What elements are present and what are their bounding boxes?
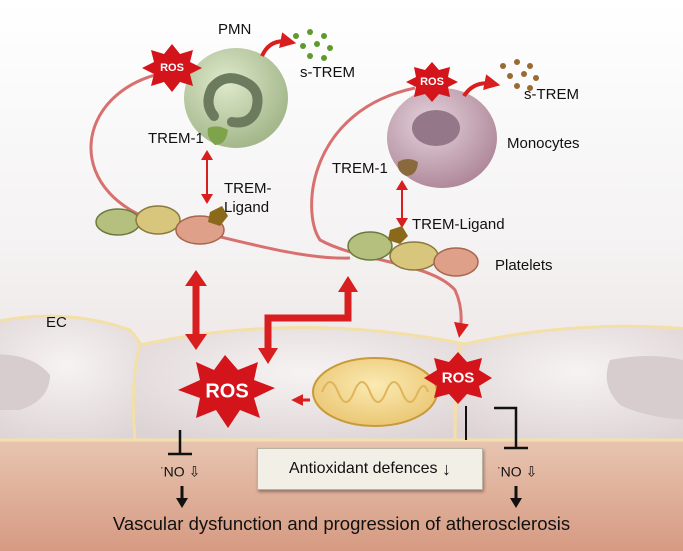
platelet-cluster-left: [95, 205, 228, 245]
trem1-label-mono: TREM-1: [332, 160, 388, 177]
mitochondrion: [312, 357, 438, 427]
down-arrow-icon: ↓: [442, 458, 451, 479]
ec-label: EC: [46, 314, 67, 331]
antioxidant-label: Antioxidant defences: [289, 460, 438, 477]
trem-ligand-arrow-mono: [396, 180, 408, 228]
antioxidant-box: Antioxidant defences ↓: [257, 448, 483, 490]
caption: Vascular dysfunction and progression of …: [112, 513, 571, 534]
no-dot-right: ·: [497, 462, 501, 474]
no-down-icon-right: ⇩: [525, 463, 538, 480]
ec-platelet-arrow-right: [258, 276, 358, 364]
ros-star-center: [178, 355, 275, 428]
s-trem-label-mono: s-TREM: [524, 86, 579, 103]
no-caption-arrow-right: [510, 486, 522, 508]
ros-text-right: ROS: [441, 369, 475, 387]
pmn-label: PMN: [218, 21, 252, 38]
no-label-left: ·NO ⇩: [160, 462, 200, 481]
s-trem-dots-mono: [500, 59, 539, 91]
no-down-icon-left: ⇩: [188, 463, 201, 480]
s-trem-arrow-mono: [462, 74, 501, 98]
no-caption-arrow-left: [176, 486, 188, 508]
inhibition-left: [168, 430, 192, 456]
ros-text-pmn: ROS: [160, 62, 184, 74]
no-dot-left: ·: [160, 462, 164, 474]
trem-ligand-label-pmn-2: Ligand: [224, 199, 270, 216]
ros-text-center: ROS: [205, 380, 249, 403]
platelets-label: Platelets: [495, 257, 553, 274]
s-trem-label-pmn: s-TREM: [300, 64, 355, 81]
trem-ligand-label-pmn-1: TREM-: [224, 180, 272, 197]
ros-star-right: [424, 352, 492, 404]
ros-text-mono: ROS: [420, 76, 444, 88]
no-text-right: NO: [500, 463, 522, 480]
s-trem-arrow-pmn: [260, 32, 297, 57]
ros-star-pmn: [142, 44, 202, 92]
no-text-left: NO: [163, 463, 185, 480]
monocyte-cell: [387, 88, 497, 188]
trem1-label-pmn: TREM-1: [148, 130, 204, 147]
pmn-cell: [184, 48, 288, 148]
platelet-ec-arrow-left: [185, 270, 207, 350]
monocytes-label: Monocytes: [507, 135, 580, 152]
trem-ligand-arrow-pmn: [201, 150, 213, 204]
ros-star-mono: [406, 62, 458, 102]
inhibition-right: [494, 406, 528, 450]
no-label-right: ·NO ⇩: [497, 462, 537, 481]
platelet-cluster-right: [347, 226, 479, 277]
trem-ligand-label-mono: TREM-Ligand: [412, 216, 505, 233]
ros-trail-mono: [310, 86, 469, 338]
